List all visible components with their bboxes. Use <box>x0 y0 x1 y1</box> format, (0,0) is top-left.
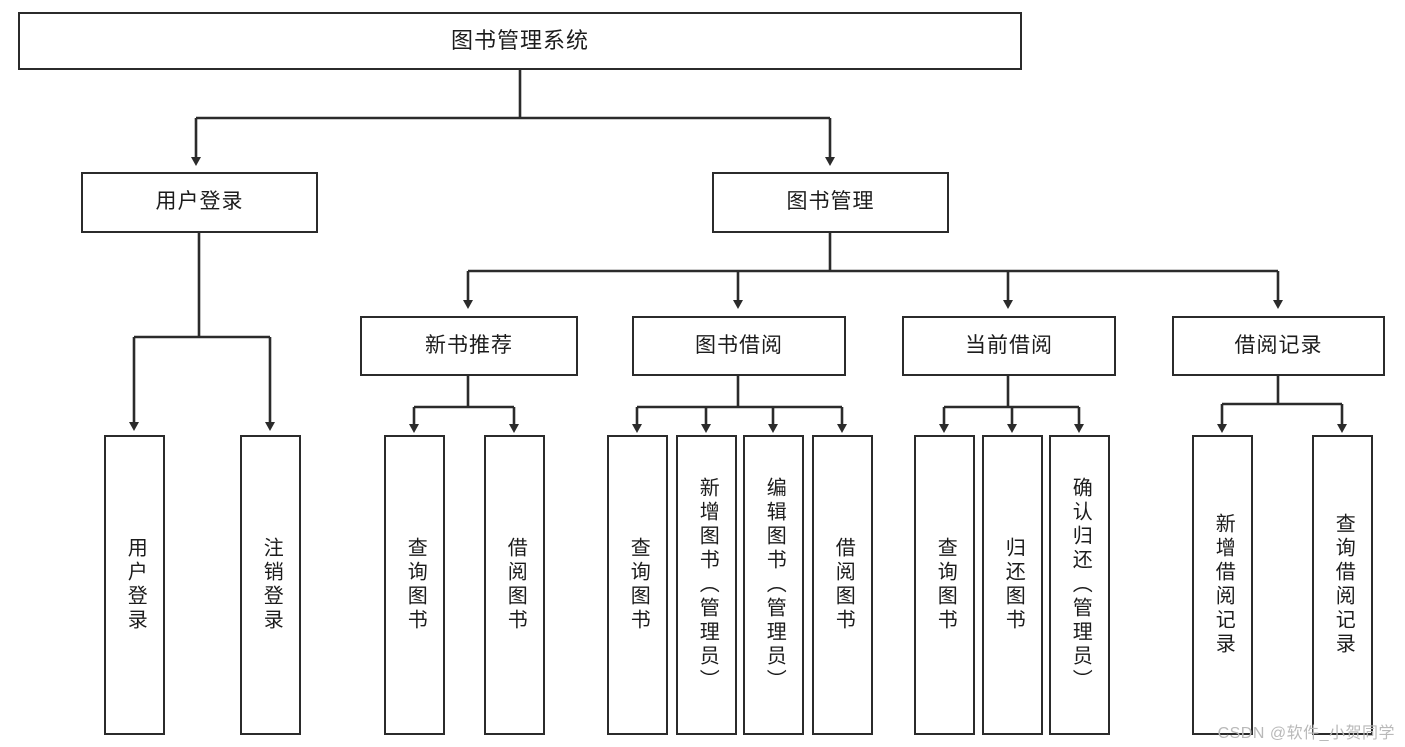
node-borrow-record[interactable]: 借阅记录 <box>1172 316 1385 376</box>
node-label: 归还图书 <box>1002 537 1025 633</box>
node-label: 当前借阅 <box>965 333 1053 357</box>
node-label: 图书管理系统 <box>450 28 589 54</box>
node-user-login[interactable]: 用户登录 <box>81 172 318 233</box>
leaf-borrow-query-book[interactable]: 查询图书 <box>607 435 668 735</box>
leaf-record-add[interactable]: 新增借阅记录 <box>1192 435 1253 735</box>
node-label: 查询图书 <box>404 537 427 633</box>
leaf-current-confirm-return-admin[interactable]: 确认归还（管理员） <box>1049 435 1110 735</box>
node-label: 查询图书 <box>934 537 957 633</box>
csdn-watermark: CSDN @软件_小贺同学 <box>1217 725 1395 742</box>
leaf-user-logout[interactable]: 注销登录 <box>240 435 301 735</box>
leaf-current-query-book[interactable]: 查询图书 <box>914 435 975 735</box>
leaf-borrow-borrow-book[interactable]: 借阅图书 <box>812 435 873 735</box>
leaf-record-query[interactable]: 查询借阅记录 <box>1312 435 1373 735</box>
node-label: 查询借阅记录 <box>1332 513 1355 657</box>
node-new-book-recommend[interactable]: 新书推荐 <box>360 316 578 376</box>
node-book-borrow[interactable]: 图书借阅 <box>632 316 846 376</box>
node-current-borrow[interactable]: 当前借阅 <box>902 316 1116 376</box>
node-label: 新增借阅记录 <box>1212 513 1235 657</box>
node-label: 新增图书（管理员） <box>696 477 719 693</box>
node-label: 编辑图书（管理员） <box>763 477 786 693</box>
node-label: 借阅记录 <box>1234 333 1323 357</box>
leaf-user-login[interactable]: 用户登录 <box>104 435 165 735</box>
node-label: 图书借阅 <box>695 333 783 357</box>
node-label: 用户登录 <box>155 190 244 214</box>
node-label: 借阅图书 <box>832 537 855 633</box>
leaf-borrow-edit-book-admin[interactable]: 编辑图书（管理员） <box>743 435 804 735</box>
node-label: 借阅图书 <box>504 537 527 633</box>
node-label: 图书管理 <box>786 190 875 214</box>
node-root-library-system[interactable]: 图书管理系统 <box>18 12 1022 70</box>
leaf-borrow-add-book-admin[interactable]: 新增图书（管理员） <box>676 435 737 735</box>
leaf-new-book-borrow[interactable]: 借阅图书 <box>484 435 545 735</box>
node-label: 用户登录 <box>124 537 147 633</box>
leaf-new-book-query[interactable]: 查询图书 <box>384 435 445 735</box>
node-label: 新书推荐 <box>425 333 513 357</box>
node-label: 确认归还（管理员） <box>1069 477 1092 693</box>
node-label: 查询图书 <box>627 537 650 633</box>
node-label: 注销登录 <box>260 537 283 633</box>
leaf-current-return-book[interactable]: 归还图书 <box>982 435 1043 735</box>
node-book-management[interactable]: 图书管理 <box>712 172 949 233</box>
